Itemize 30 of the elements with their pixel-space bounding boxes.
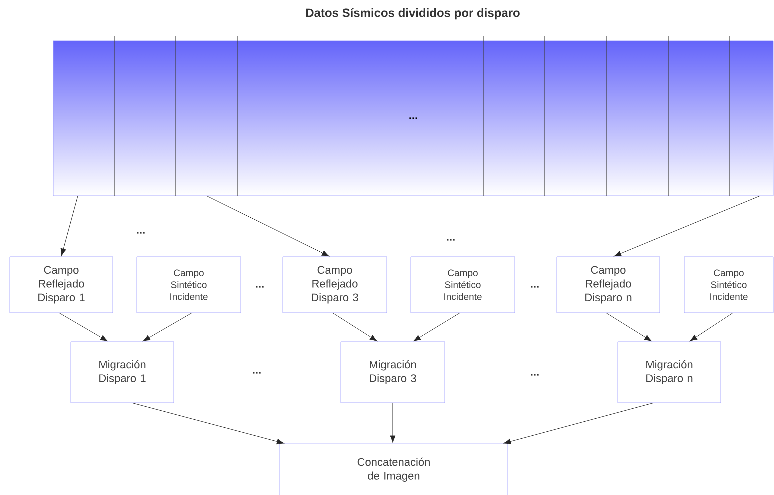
process-box: Campo Reflejado Disparo 3 xyxy=(282,256,388,314)
ellipsis: ... xyxy=(531,286,539,288)
process-box: Campo Sintético Incidente xyxy=(136,256,242,314)
arrow xyxy=(60,196,78,256)
ellipsis: ... xyxy=(531,374,539,376)
arrow xyxy=(206,196,330,257)
process-box: Campo Reflejado Disparo 1 xyxy=(10,256,114,314)
arrow xyxy=(390,402,396,443)
arrow xyxy=(504,402,654,444)
arrow xyxy=(614,196,760,257)
arrow xyxy=(143,312,192,342)
arrow xyxy=(690,312,734,342)
data-band: ... xyxy=(53,36,774,196)
arrow xyxy=(414,312,460,342)
arrow xyxy=(132,402,284,445)
ellipsis: ... xyxy=(256,286,264,288)
ellipsis: ... xyxy=(447,239,455,241)
ellipsis: ... xyxy=(253,372,261,374)
process-box: Campo Sintético Incidente xyxy=(684,256,774,314)
arrow xyxy=(332,312,378,342)
title: Datos Sísmicos divididos por disparo xyxy=(306,8,520,20)
process-box: Migración Disparo 3 xyxy=(340,342,446,404)
ellipsis: ... xyxy=(137,232,145,234)
process-box: Migración Disparo 1 xyxy=(70,342,174,404)
arrow xyxy=(606,312,652,342)
process-box: Migración Disparo n xyxy=(618,342,722,404)
process-box: Campo Sintético Incidente xyxy=(410,256,516,314)
process-box: Concatenación de Imagen xyxy=(280,444,508,495)
arrow xyxy=(59,312,108,342)
process-box: Campo Reflejado Disparo n xyxy=(556,256,660,314)
